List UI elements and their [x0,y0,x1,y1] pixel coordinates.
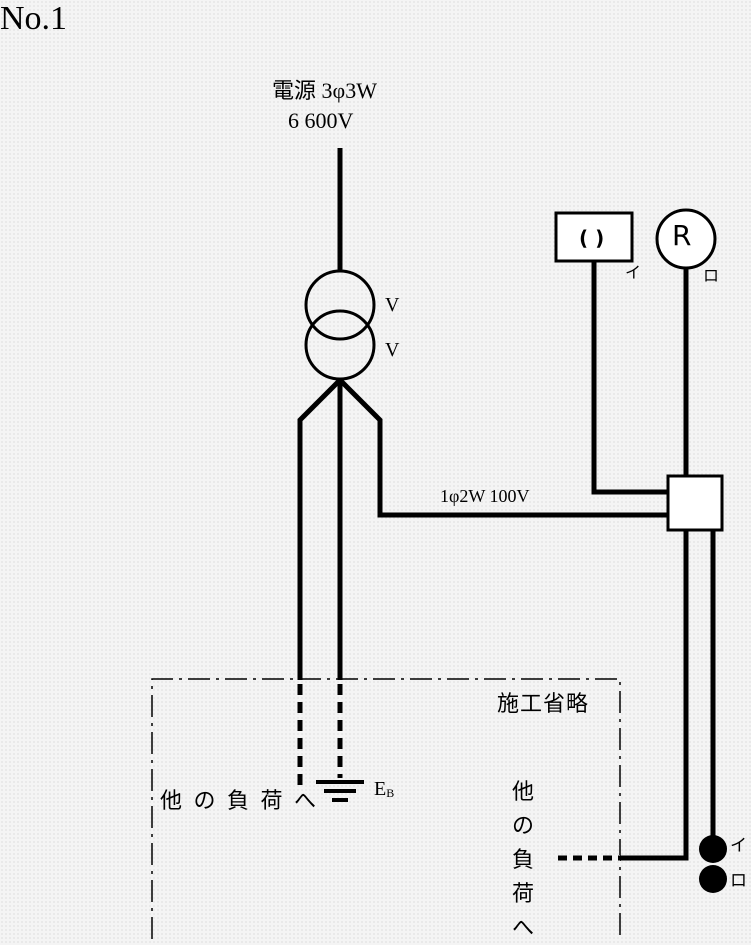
transformer-coil-lower [304,309,376,381]
secondary-wire-left [297,378,342,680]
source-voltage-label: 6 600V [288,108,354,133]
secondary-wire-right [338,378,668,518]
earth-label-sub: B [386,786,395,800]
other-load-label-horizontal: 他 の 負 荷 へ [160,788,320,813]
transformer-coil-upper [304,269,376,341]
receptacle-wire-label-ro: ロ [703,266,720,285]
wire-i-to-junction [591,261,668,495]
omitted-area-border [151,678,621,939]
earth-label: EB [374,779,394,799]
omitted-area-label: 施工省略 [497,691,590,716]
supply-label: 1φ2W 100V [440,486,530,506]
receptacle-symbol: R [672,219,692,252]
source-label: 電源 3φ3W [272,78,377,103]
fixture-box-symbol: ( ) [579,226,605,250]
terminal-dot-i [699,835,727,863]
junction-box [666,474,724,532]
terminal-dot-ro [699,865,727,893]
terminal-label-i: イ [730,836,747,856]
fixture-wire-label-i: イ [625,263,642,282]
transformer-label-upper: V [385,294,400,316]
transformer-label-lower: V [385,339,400,361]
other-load-label-vertical: 他の負荷へ [511,779,534,940]
fixture-box [554,211,634,263]
earth-label-main: E [374,778,387,800]
diagram-title: No.1 [0,0,68,37]
terminal-label-ro: ロ [730,871,747,891]
